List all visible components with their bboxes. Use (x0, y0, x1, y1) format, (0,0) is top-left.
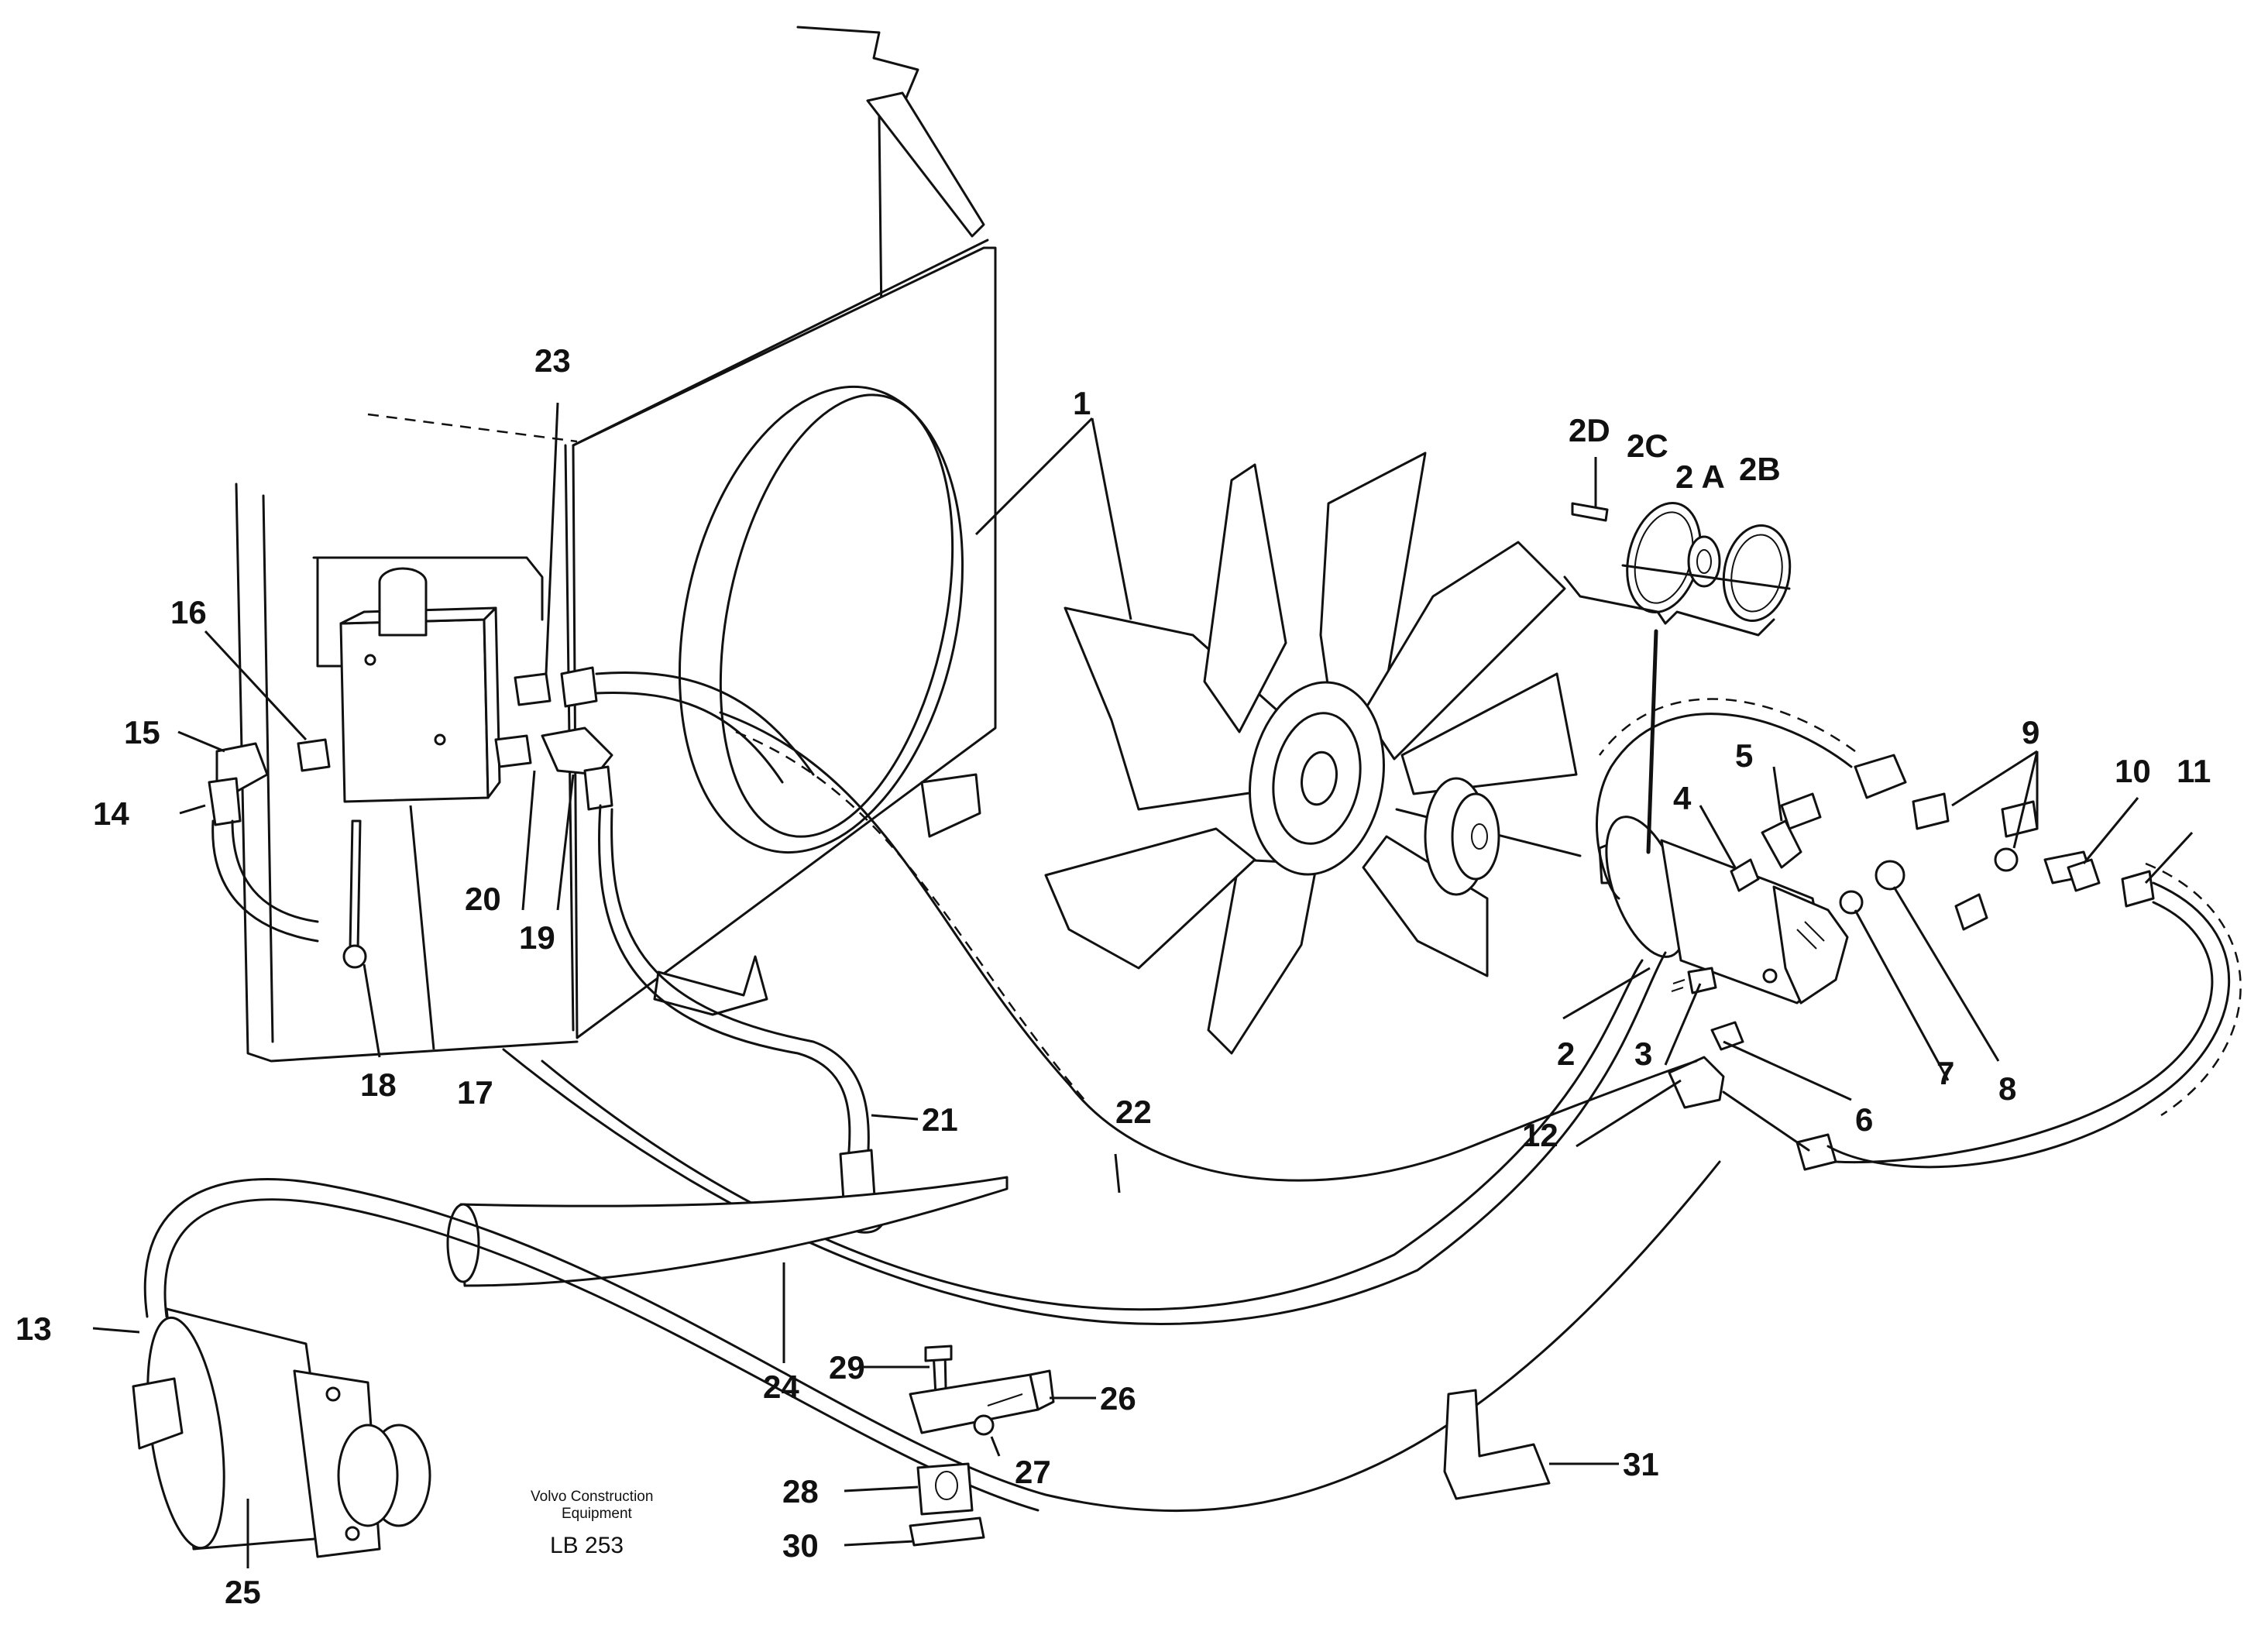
callout-24: 24 (763, 1369, 799, 1405)
fan-hub (1395, 777, 1582, 896)
callout-2B: 2B (1739, 451, 1781, 487)
callout-3: 3 (1634, 1036, 1652, 1072)
leader-lines (92, 402, 2194, 1568)
seal-kit (1563, 501, 1792, 854)
callout-11: 11 (2177, 753, 2211, 789)
callout-20: 20 (465, 881, 501, 917)
callout-2A: 2 A (1675, 459, 1725, 495)
callout-4: 4 (1673, 780, 1692, 816)
callout-2C: 2C (1627, 428, 1668, 464)
callout-29: 29 (829, 1349, 865, 1386)
callout-28: 28 (782, 1473, 819, 1510)
callout-19: 19 (519, 919, 555, 956)
callout-15: 15 (124, 714, 160, 750)
callout-2: 2 (1557, 1036, 1575, 1072)
electric-motor (132, 1307, 431, 1558)
callout-6: 6 (1855, 1101, 1873, 1138)
callout-14: 14 (93, 795, 129, 832)
callout-22: 22 (1115, 1094, 1152, 1130)
fan-shroud-ring (653, 385, 981, 1016)
callout-labels: 1 2 3 4 5 6 7 8 9 10 11 12 13 14 15 16 1… (15, 342, 2211, 1610)
callout-23: 23 (534, 342, 571, 379)
valve-block (208, 567, 613, 969)
brand-line-2: Equipment (562, 1506, 633, 1522)
callout-12: 12 (1522, 1117, 1558, 1153)
callout-13: 13 (15, 1310, 52, 1347)
callout-7: 7 (1936, 1055, 1954, 1091)
drawing-code: LB 253 (550, 1533, 624, 1558)
callout-21: 21 (922, 1101, 958, 1138)
callout-8: 8 (1998, 1070, 2016, 1107)
hydraulic-motor (1598, 816, 1849, 1005)
callout-26: 26 (1100, 1380, 1136, 1417)
callout-5: 5 (1735, 737, 1753, 774)
drawing-footer: Volvo Construction Equipment LB 253 (531, 1489, 653, 1558)
brackets (909, 1345, 1551, 1547)
brand-line-1: Volvo Construction (531, 1489, 653, 1505)
callout-9: 9 (2022, 714, 2039, 750)
callout-2D: 2D (1569, 412, 1610, 448)
callout-30: 30 (782, 1527, 819, 1564)
fan-blades (1044, 452, 1578, 1055)
callout-17: 17 (457, 1074, 493, 1111)
callout-18: 18 (360, 1066, 397, 1103)
callout-27: 27 (1015, 1454, 1051, 1490)
hoses (143, 671, 2242, 1512)
callout-25: 25 (225, 1574, 261, 1610)
callout-16: 16 (170, 594, 207, 630)
fittings-group (1668, 754, 2155, 1171)
callout-1: 1 (1073, 385, 1091, 421)
callout-10: 10 (2115, 753, 2151, 789)
callout-31: 31 (1623, 1446, 1659, 1482)
